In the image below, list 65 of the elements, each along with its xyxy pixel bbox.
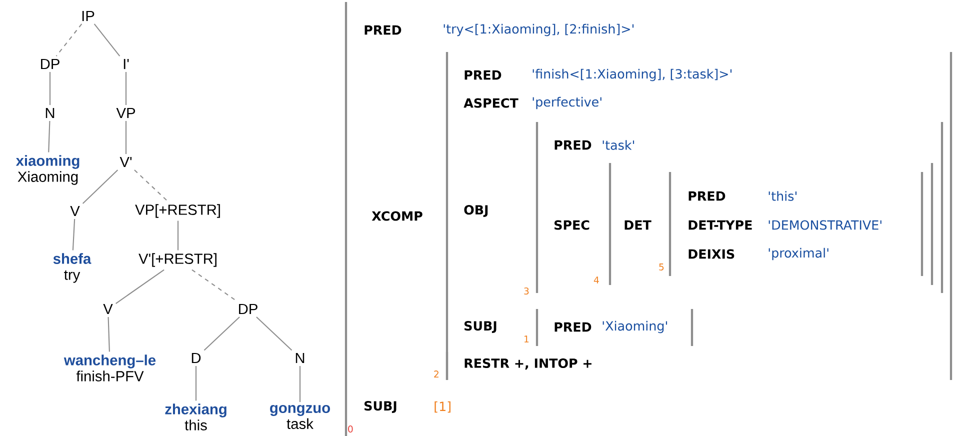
feature-name: PRED — [554, 322, 592, 332]
index-number: 5 — [659, 264, 664, 270]
category-label: N — [296, 352, 304, 364]
tree-branch — [299, 366, 301, 402]
tree-branch — [256, 316, 292, 351]
tree-branch — [94, 24, 120, 56]
structure-sharing-tag: [1] — [434, 401, 450, 413]
index-number: 3 — [524, 287, 529, 295]
feature-value: 'Xiaoming' — [602, 320, 668, 334]
tree-branch — [116, 269, 164, 304]
feature-name: SPEC — [554, 220, 590, 230]
feature-value: 'this' — [768, 191, 796, 201]
word-gloss: gongzuo task — [270, 404, 330, 430]
feature-name: ASPECT — [464, 98, 518, 108]
tree-branch — [108, 316, 110, 352]
feature-value: 'finish<[1:Xiaoming], [3:task]>' — [532, 68, 732, 82]
feature-value: 'try<[1:Xiaoming], [2:finish]>' — [444, 24, 634, 36]
feature-value: 'proximal' — [768, 248, 828, 260]
tree-branch — [195, 366, 197, 401]
category-label: V — [70, 206, 80, 216]
feature-name: DEIXIS — [688, 249, 734, 259]
tree-branch — [125, 120, 127, 154]
feature-value: 'task' — [602, 140, 634, 150]
feature-name: RESTR +, INTOP + — [464, 358, 592, 370]
feature-name: PRED — [364, 25, 402, 35]
tree-branch — [134, 170, 168, 202]
feature-name: DET — [624, 220, 652, 230]
word-gloss: shefa try — [53, 253, 92, 283]
tree-branch — [72, 218, 76, 250]
category-label: V'[+RESTR] — [138, 253, 216, 267]
feature-value: 'DEMONSTRATIVE' — [768, 220, 882, 230]
tree-branch — [204, 316, 240, 351]
category-label: V — [103, 304, 113, 314]
tree-branch — [192, 269, 237, 302]
index-number: 2 — [434, 370, 438, 378]
feature-name: PRED — [464, 70, 502, 80]
category-label: DP — [239, 304, 258, 314]
feature-name: PRED — [554, 140, 592, 150]
word-gloss: wancheng–le finish-PFV — [64, 354, 156, 382]
feature-name: XCOMP — [372, 211, 422, 221]
word-gloss: xiaoming Xiaoming — [16, 155, 80, 185]
feature-name: SUBJ — [464, 321, 496, 333]
feature-name: PRED — [688, 191, 726, 201]
feature-name: DET-TYPE — [688, 220, 752, 230]
category-label: IP — [82, 10, 94, 22]
category-label: I' — [124, 58, 129, 70]
category-label: N — [46, 108, 54, 118]
feature-name: OBJ — [464, 205, 488, 217]
tree-branch — [56, 24, 82, 56]
word-gloss: zhexiang this — [165, 404, 226, 430]
category-label: VP — [116, 108, 136, 118]
tree-branch — [82, 170, 118, 204]
tree-branch — [125, 72, 127, 106]
category-label: DP — [41, 58, 60, 70]
tree-branch — [48, 120, 50, 152]
category-label: V' — [120, 156, 132, 168]
tree-branch — [49, 72, 51, 106]
feature-value: 'perfective' — [532, 96, 602, 110]
category-label: VP[+RESTR] — [135, 204, 220, 218]
tree-branch — [177, 220, 179, 250]
feature-name: SUBJ — [364, 401, 396, 413]
index-number: 4 — [594, 276, 599, 284]
index-number: 1 — [524, 336, 529, 342]
index-number: 0 — [348, 425, 353, 433]
category-label: D — [192, 352, 201, 364]
